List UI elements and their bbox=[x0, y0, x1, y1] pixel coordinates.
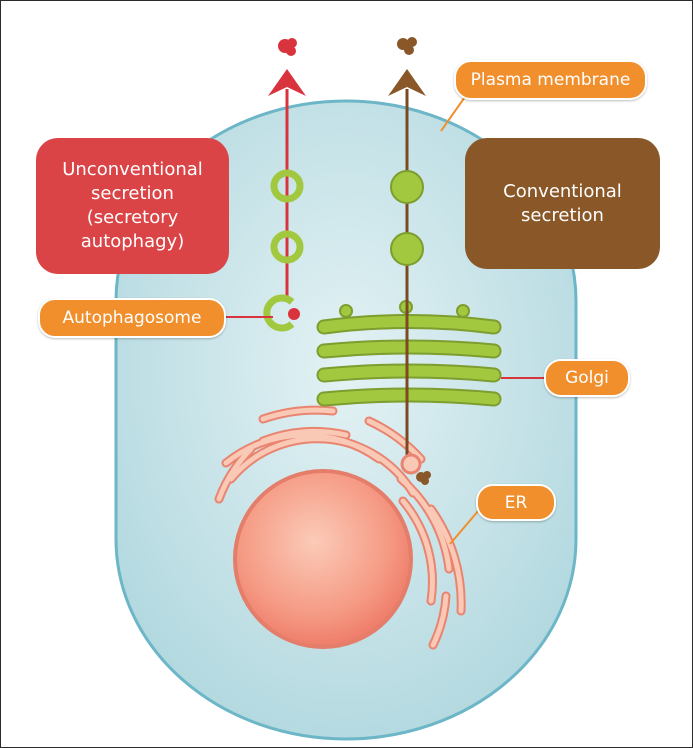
er-leader bbox=[449, 509, 480, 545]
er-label: ER bbox=[476, 484, 556, 521]
autophagosome-vesicle bbox=[270, 169, 304, 203]
golgi-stack bbox=[316, 314, 502, 407]
golgi-label: Golgi bbox=[544, 359, 630, 397]
autophagosome-vesicle bbox=[270, 230, 304, 264]
er-exit-vesicle bbox=[400, 453, 422, 475]
autophagosome-label: Autophagosome bbox=[38, 298, 226, 338]
unconventional-arrow-head bbox=[268, 69, 306, 96]
secretory-vesicle bbox=[390, 232, 424, 266]
er-cisternae bbox=[214, 405, 466, 650]
cargo-particle-red bbox=[278, 38, 297, 56]
secretory-vesicle bbox=[390, 170, 424, 204]
cargo-particle-brown bbox=[416, 471, 431, 485]
plasma-membrane-label: Plasma membrane bbox=[454, 60, 647, 100]
cargo-particle-red bbox=[288, 308, 300, 320]
golgi-bud bbox=[456, 304, 470, 318]
forming-autophagosome bbox=[263, 294, 295, 332]
conventional-arrow-head bbox=[388, 69, 426, 96]
nucleus bbox=[233, 469, 413, 649]
cargo-particle-brown bbox=[397, 37, 417, 55]
golgi-bud bbox=[339, 304, 353, 318]
unconventional-secretion-label: Unconventional secretion (secretory auto… bbox=[36, 138, 229, 274]
conventional-secretion-label: Conventional secretion bbox=[465, 138, 660, 269]
plasma-membrane-leader bbox=[440, 93, 468, 132]
